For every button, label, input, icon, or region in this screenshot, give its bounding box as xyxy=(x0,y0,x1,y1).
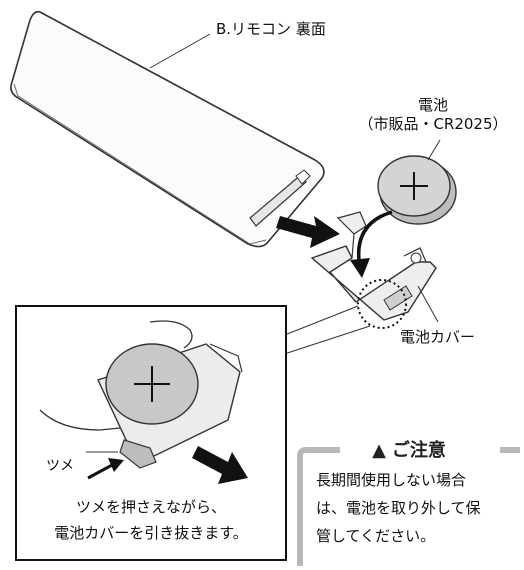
caution-title: ▲ご注意 xyxy=(298,436,520,462)
instruction-line2: 電池カバーを引き抜きます。 xyxy=(54,524,248,542)
tab-press-arrow xyxy=(87,462,115,480)
caution-border xyxy=(297,447,520,566)
battery-holder xyxy=(310,211,437,321)
instruction-line1: ツメを押さえながら、 xyxy=(75,498,226,516)
battery-label: 電池 （市販品・CR2025） xyxy=(340,96,524,134)
remote-leader-line xyxy=(149,33,211,69)
coin-battery xyxy=(377,155,457,225)
remote-control xyxy=(10,10,325,248)
battery-cover-label: 電池カバー xyxy=(400,328,476,346)
caution-line: 長期間使用しない場合 xyxy=(316,471,467,489)
caution-title-text: ご注意 xyxy=(391,440,446,461)
caution-box: ▲ご注意 長期間使用しない場合 は、電池を取り外して保 管してください。 xyxy=(298,436,520,568)
tab-label: ツメ xyxy=(46,458,74,474)
instruction-text: ツメを押さえながら、 電池カバーを引き抜きます。 xyxy=(16,494,286,546)
zoom-inset-content xyxy=(39,320,243,469)
battery-leader-line xyxy=(427,139,441,161)
battery-label-line1: 電池 xyxy=(417,96,448,114)
warning-triangle-icon: ▲ xyxy=(372,440,386,461)
caution-line: 管してください。 xyxy=(316,527,436,545)
holder-leader-line xyxy=(417,285,439,323)
tab-highlight-circle xyxy=(357,279,407,329)
pull-arrow-bottom xyxy=(192,446,248,484)
remote-rear-label: B.リモコン 裏面 xyxy=(216,20,326,38)
pull-arrow-top xyxy=(276,216,340,248)
battery-label-line2: （市販品・CR2025） xyxy=(358,114,508,133)
caution-text: 長期間使用しない場合 は、電池を取り外して保 管してください。 xyxy=(316,466,522,550)
caution-line: は、電池を取り外して保 xyxy=(316,499,481,517)
